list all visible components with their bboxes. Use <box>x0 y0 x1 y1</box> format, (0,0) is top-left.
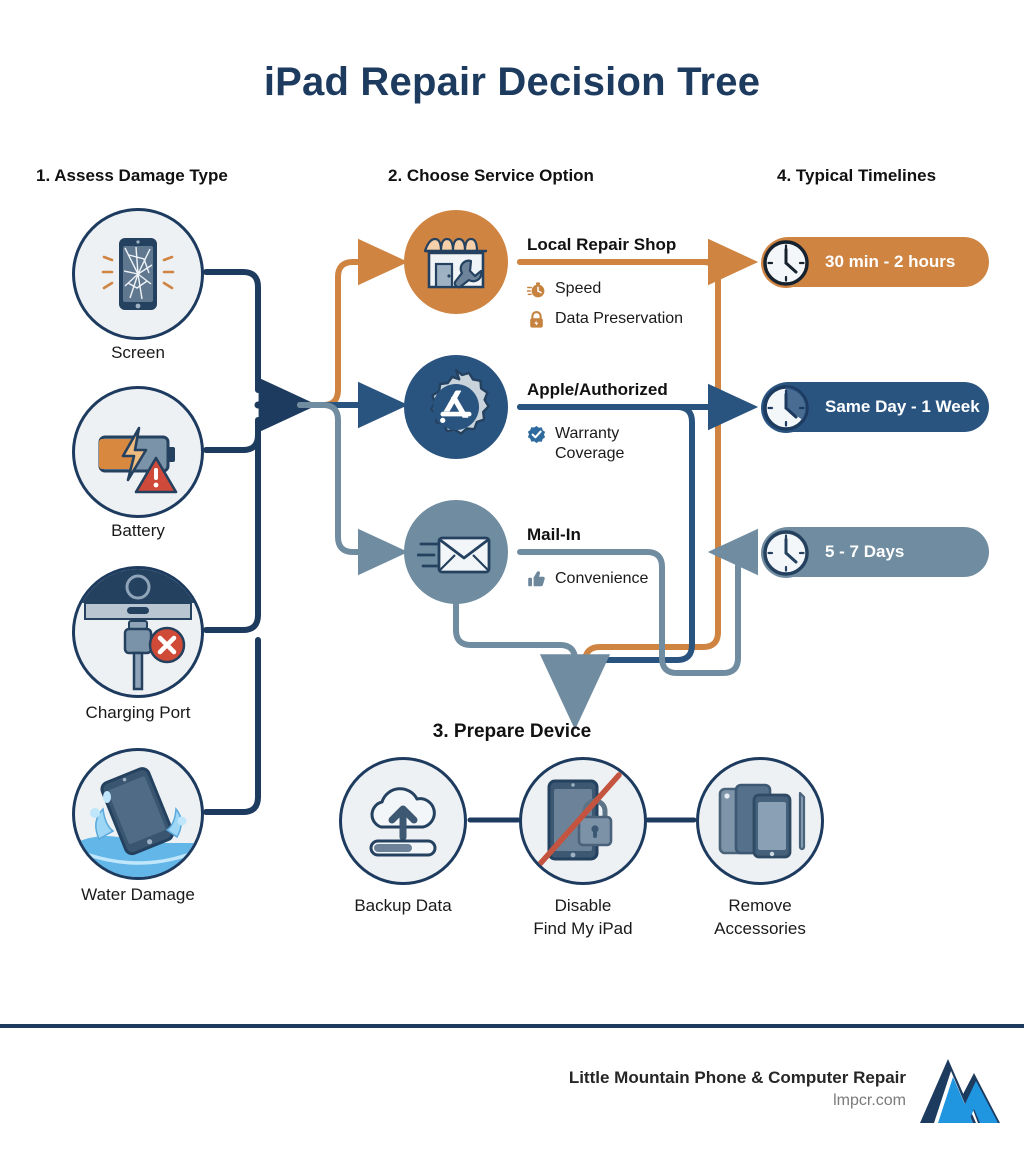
clock-icon <box>757 379 815 442</box>
timeline-pill-mail-in[interactable]: 5 - 7 Days <box>761 527 989 578</box>
prepare-icon-disable-find-my-ipad[interactable] <box>519 757 647 885</box>
service-benefit-convenience: Convenience <box>527 569 648 594</box>
prepare-label-remove-accessories: Remove Accessories <box>660 894 860 940</box>
lock-icon <box>527 310 546 334</box>
damage-icon-screen[interactable] <box>72 208 204 340</box>
service-title-local-repair-shop: Local Repair Shop <box>527 235 677 254</box>
prepare-label-line-2: Accessories <box>714 919 806 938</box>
service-icon-local-repair-shop[interactable] <box>404 210 508 314</box>
water-damage-icon <box>75 767 201 877</box>
service-benefit-data-preservation: Data Preservation <box>527 309 683 334</box>
timeline-label: Same Day - 1 Week <box>825 397 980 416</box>
footer-divider <box>0 1024 1024 1028</box>
service-benefit-label: Convenience <box>555 570 649 587</box>
app-store-gear-icon <box>430 368 490 435</box>
thumbs-up-icon <box>527 570 546 594</box>
clock-icon <box>757 234 815 297</box>
stopwatch-icon <box>526 280 546 304</box>
damage-icon-water-damage[interactable] <box>72 748 204 880</box>
prepare-icon-remove-accessories[interactable] <box>696 757 824 885</box>
clock-icon <box>757 524 815 587</box>
prepare-icon-backup-data[interactable] <box>339 757 467 885</box>
heading-step-3: 3. Prepare Device <box>432 721 592 742</box>
service-title-mail-in: Mail-In <box>527 525 581 544</box>
service-benefit-label: Data Preservation <box>555 310 684 327</box>
service-benefit-label: Warranty Coverage <box>555 425 625 462</box>
damage-label-charging-port: Charging Port <box>85 703 191 722</box>
service-icon-apple-authorized[interactable] <box>404 355 508 459</box>
prepare-label-line-1: Disable <box>554 896 612 915</box>
damage-icon-battery[interactable] <box>72 386 204 518</box>
service-title-apple-authorized: Apple/Authorized <box>527 380 668 399</box>
heading-step-4: 4. Typical Timelines <box>777 166 937 185</box>
prepare-label-line-2: Find My iPad <box>533 919 633 938</box>
repair-shop-icon <box>423 237 487 289</box>
footer-company-name: Little Mountain Phone & Computer Repair <box>568 1068 906 1087</box>
page-title: iPad Repair Decision Tree <box>263 60 761 104</box>
service-benefit-speed: Speed <box>526 279 602 304</box>
damage-label-battery: Battery <box>111 521 165 540</box>
timeline-label: 30 min - 2 hours <box>825 252 956 271</box>
timeline-label: 5 - 7 Days <box>825 542 905 561</box>
timeline-pill-local-repair-shop[interactable]: 30 min - 2 hours <box>761 237 989 288</box>
damage-label-water-damage: Water Damage <box>81 885 195 904</box>
mountain-logo <box>918 1055 1002 1127</box>
timeline-pill-apple-authorized[interactable]: Same Day - 1 Week <box>761 382 989 433</box>
prepare-label-disable-find-my-ipad: Disable Find My iPad <box>483 894 683 940</box>
find-my-disabled-icon <box>536 772 622 868</box>
damage-label-screen: Screen <box>111 343 165 362</box>
heading-step-2: 2. Choose Service Option <box>388 166 594 185</box>
prepare-label-line-1: Remove <box>728 896 792 915</box>
service-benefit-label: Speed <box>555 280 602 297</box>
damage-icon-charging-port[interactable] <box>72 566 204 698</box>
prepare-label-backup-data: Backup Data <box>354 896 452 915</box>
cloud-upload-icon <box>369 787 437 857</box>
service-icon-mail-in[interactable] <box>404 500 508 604</box>
check-badge-icon <box>527 425 546 449</box>
charging-port-icon <box>75 569 201 691</box>
battery-warning-icon <box>98 426 178 494</box>
service-benefit-warranty-coverage: Warranty Coverage <box>527 424 657 464</box>
heading-step-1: 1. Assess Damage Type <box>36 166 228 185</box>
accessories-icon <box>718 783 806 859</box>
envelope-icon <box>417 536 491 574</box>
footer-website: lmpcr.com <box>833 1092 906 1109</box>
cracked-screen-icon <box>101 238 175 310</box>
